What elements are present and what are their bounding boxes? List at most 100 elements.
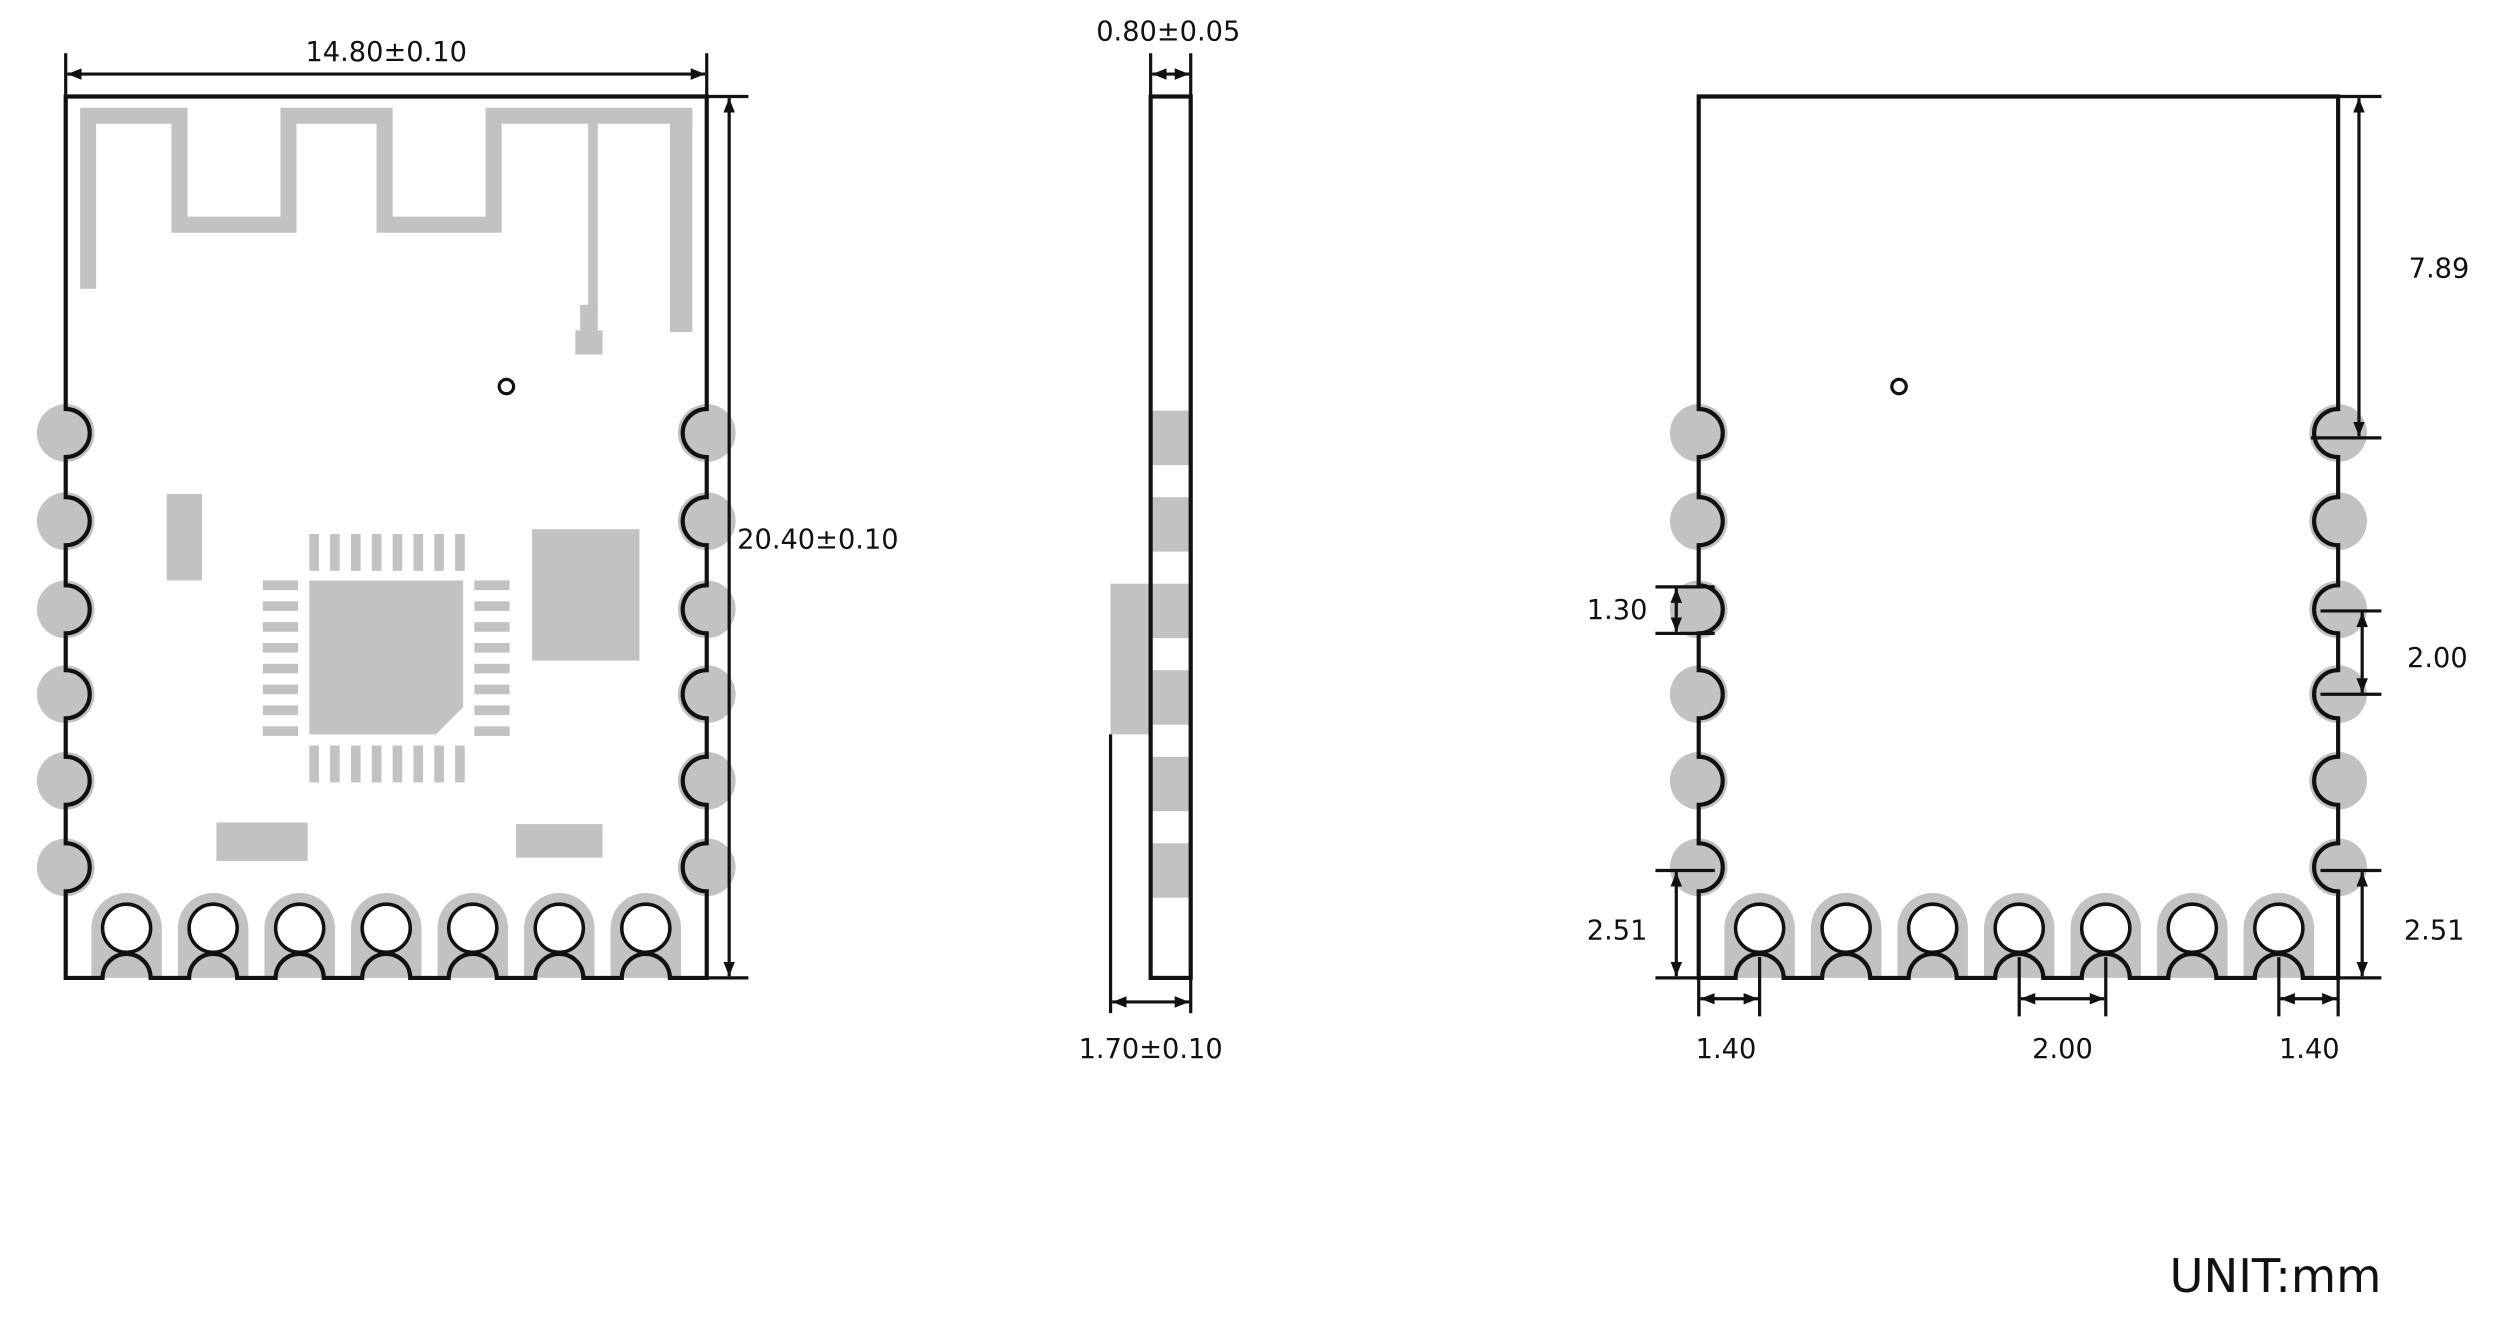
side-view: 1.70±0.10 0.80±0.05	[1079, 16, 1241, 1065]
pad-hole	[1820, 902, 1872, 955]
castellated-pad-left	[1669, 665, 1728, 724]
pad-hole	[2166, 902, 2219, 955]
pad-hole	[360, 902, 413, 955]
pad-width-label: 1.30	[1587, 595, 1648, 626]
mounting-hole	[497, 377, 516, 396]
qfn-pin-top	[434, 533, 444, 571]
qfn-pin-bottom	[330, 745, 340, 783]
pad-hole	[620, 902, 672, 955]
castellated-pad-right	[2309, 838, 2367, 897]
right-bottom-offset-label: 2.51	[2404, 915, 2465, 946]
qfn-body	[309, 580, 464, 735]
thickness-label: 0.80±0.05	[1096, 16, 1240, 47]
qfn-pin-left	[262, 580, 299, 591]
castellated-pad-left	[36, 665, 95, 724]
footprint-board-outline	[1696, 94, 2341, 980]
castellated-pad-left	[1669, 404, 1728, 462]
qfn-pin-top	[309, 533, 319, 571]
castellated-pad-left	[1669, 580, 1728, 639]
pad-hole	[446, 902, 499, 955]
bottom-pitch-label: 2.00	[2032, 1034, 2093, 1065]
pad-hole	[273, 902, 326, 955]
side-pitch-label: 2.00	[2407, 643, 2468, 674]
pad-hole	[187, 902, 239, 955]
castellated-pad-right	[677, 404, 736, 462]
qfn-pin-right	[474, 642, 510, 653]
qfn-pin-left	[262, 663, 299, 674]
side-pad	[1150, 670, 1191, 725]
qfn-pin-left	[262, 622, 299, 632]
left-edge-offset-label: 1.40	[1696, 1034, 1757, 1065]
qfn-pin-right	[474, 622, 510, 632]
castellated-pad-right	[677, 665, 736, 724]
castellated-pad-right	[677, 580, 736, 639]
side-pad	[1150, 843, 1191, 898]
footprint-view: 7.89 2.00 2.51 1.30 2.51 1.40 2.00 1.40	[1587, 94, 2470, 1065]
side-pad	[1150, 756, 1191, 812]
qfn-pin-right	[474, 663, 510, 674]
qfn-pin-top	[371, 533, 382, 571]
pad-hole	[2079, 902, 2132, 955]
qfn-pin-right	[474, 684, 510, 695]
castellated-pad-left	[36, 751, 95, 810]
qfn-pin-top	[350, 533, 361, 571]
left-bottom-offset-label: 2.51	[1587, 915, 1648, 946]
top-offset-label: 7.89	[2409, 254, 2470, 285]
antenna-feed-pad	[575, 330, 603, 355]
qfn-pin-bottom	[413, 745, 424, 783]
qfn-pin-left	[262, 726, 299, 736]
qfn-pin-top	[413, 533, 424, 571]
antenna-feed	[580, 304, 598, 334]
pad-hole	[1733, 902, 1786, 955]
castellated-pad-right	[2309, 404, 2367, 462]
castellated-pad-right	[677, 838, 736, 897]
castellated-pad-left	[36, 838, 95, 897]
castellated-pad-left	[1669, 751, 1728, 810]
qfn-pin-top	[330, 533, 340, 571]
pad-hole	[100, 902, 153, 955]
unit-label: UNIT:mm	[2169, 1249, 2381, 1303]
pad-hole	[533, 902, 586, 955]
shield-profile	[1110, 583, 1151, 735]
side-pad	[1150, 497, 1191, 552]
qfn-pin-bottom	[371, 745, 382, 783]
qfn-pin-top	[455, 533, 465, 571]
component-bottom-right	[516, 824, 603, 858]
antenna-stub	[669, 109, 693, 333]
component-crystal	[532, 529, 640, 661]
castellated-pad-right	[677, 492, 736, 551]
qfn-pin-right	[474, 601, 510, 611]
castellated-pad-right	[2309, 751, 2367, 810]
mounting-hole	[1890, 377, 1908, 396]
pad-hole	[1906, 902, 1959, 955]
qfn-pin-left	[262, 705, 299, 716]
component-small	[166, 493, 202, 581]
castellated-pad-left	[36, 580, 95, 639]
qfn-pin-right	[474, 726, 510, 736]
total-thickness-label: 1.70±0.10	[1079, 1034, 1223, 1065]
width-label: 14.80±0.10	[305, 37, 466, 68]
pad-hole	[1993, 902, 2046, 955]
qfn-pin-bottom	[309, 745, 319, 783]
right-edge-offset-label: 1.40	[2279, 1034, 2340, 1065]
side-board-outline	[1148, 94, 1193, 980]
front-view: 14.80±0.10 20.40±0.10	[36, 37, 899, 980]
qfn-pin-left	[262, 684, 299, 695]
qfn-pin-right	[474, 705, 510, 716]
side-pad	[1150, 583, 1191, 639]
component-bottom-left	[216, 822, 308, 861]
pad-hole	[2253, 902, 2305, 955]
qfn-pin-bottom	[455, 745, 465, 783]
qfn-pin-bottom	[392, 745, 403, 783]
castellated-pad-right	[677, 751, 736, 810]
side-pad	[1150, 410, 1191, 466]
castellated-pad-right	[2309, 492, 2367, 551]
qfn-pin-bottom	[434, 745, 444, 783]
castellated-pad-left	[36, 404, 95, 462]
qfn-pin-bottom	[350, 745, 361, 783]
qfn-pin-left	[262, 601, 299, 611]
qfn-pin-left	[262, 642, 299, 653]
castellated-pad-left	[36, 492, 95, 551]
castellated-pad-left	[1669, 838, 1728, 897]
